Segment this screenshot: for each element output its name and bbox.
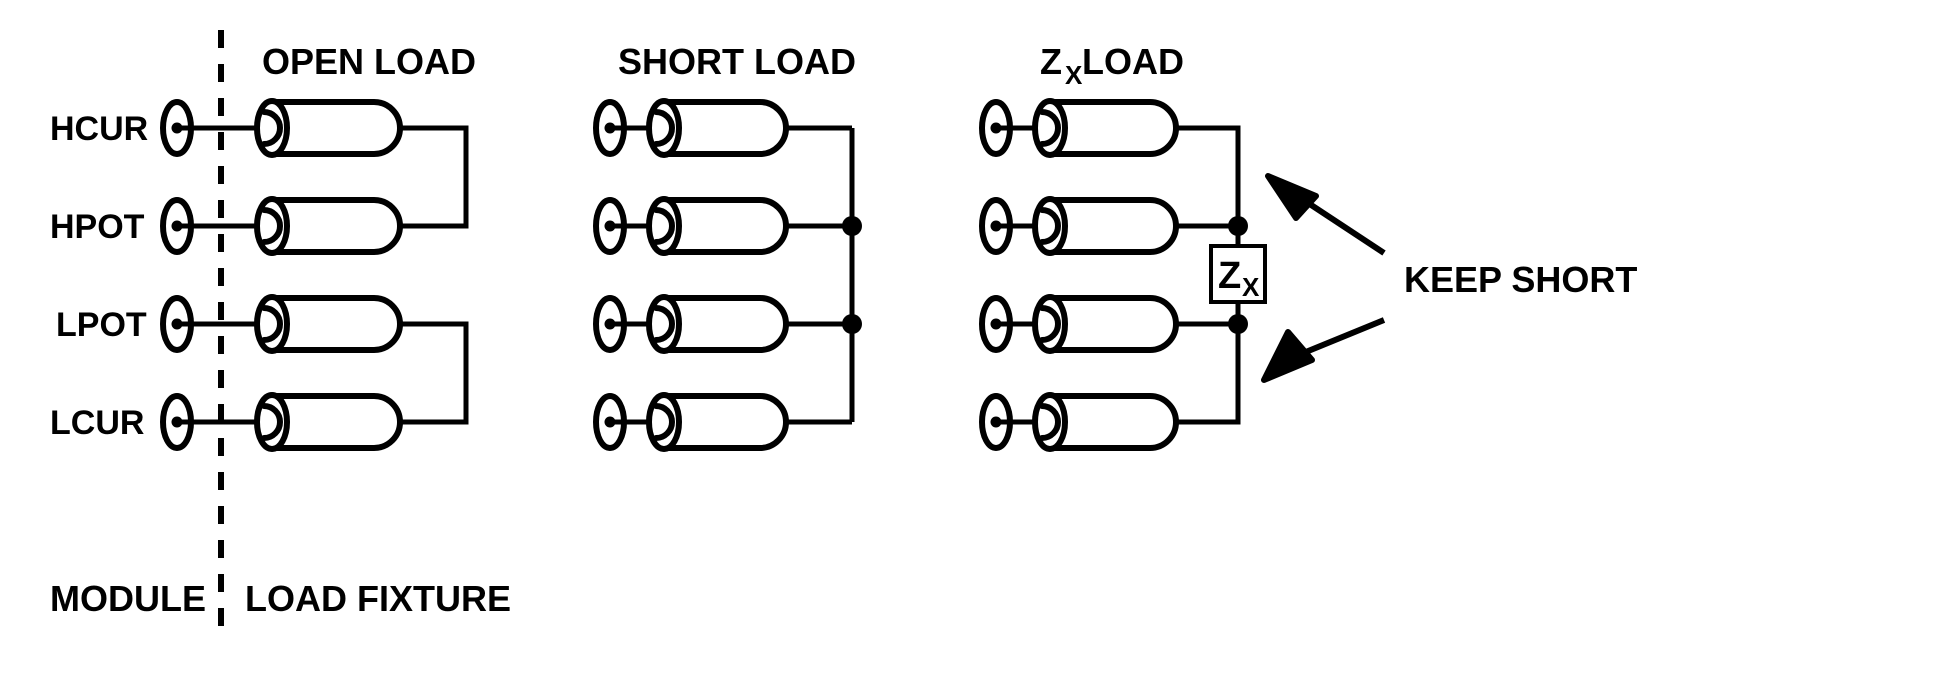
keep-short-label: KEEP SHORT (1404, 259, 1637, 300)
keep-short-arrow-down-shaft (1294, 317, 1386, 359)
footer-label-module: MODULE (50, 578, 206, 619)
zx-title-prefix: Z (1040, 41, 1062, 82)
short-load-cable-lcur (649, 395, 789, 449)
footer-label-load-fixture: LOAD FIXTURE (245, 578, 511, 619)
zx-load-high-link (1176, 125, 1241, 226)
port-label-lpot: LPOT (56, 306, 147, 344)
keep-short-arrow-down-head (1261, 329, 1315, 383)
zx-load-section: Z X (982, 101, 1267, 449)
port-label-hpot: HPOT (50, 208, 145, 246)
zx-load-cable-lcur (1035, 395, 1179, 449)
open-load-loop-high (400, 125, 469, 229)
zx-component-box (1209, 244, 1267, 304)
junction-dot (842, 216, 862, 236)
short-load-cable-hcur (649, 101, 789, 155)
zx-title-subscript: X (1065, 60, 1083, 90)
zx-title-suffix: LOAD (1082, 41, 1184, 82)
section-title-open-load: OPEN LOAD (262, 41, 476, 82)
junction-dot (842, 314, 862, 334)
keep-short-annotation: KEEP SHORT (1261, 173, 1637, 383)
section-title-short-load: SHORT LOAD (618, 41, 856, 82)
junction-dot (1228, 216, 1248, 236)
section-title-zx-load: Z X LOAD (1040, 41, 1184, 90)
open-load-cable-hcur (257, 101, 403, 155)
zx-load-low-link (1176, 324, 1241, 425)
junction-dot (1228, 314, 1248, 334)
zx-load-cable-lpot (1035, 297, 1179, 351)
open-load-cable-lcur (257, 395, 403, 449)
short-load-section (596, 101, 862, 449)
port-label-lcur: LCUR (50, 404, 144, 442)
short-load-cable-lpot (649, 297, 789, 351)
open-load-section (257, 101, 469, 449)
zx-box-label: Z (1218, 255, 1241, 297)
keep-short-arrow-up-head (1265, 173, 1319, 221)
zx-box-subscript: X (1242, 272, 1260, 302)
zx-load-cable-hpot (1035, 199, 1179, 253)
open-load-cable-lpot (257, 297, 403, 351)
port-label-hcur: HCUR (50, 110, 148, 148)
open-load-loop-low (400, 321, 469, 425)
open-load-cable-hpot (257, 199, 403, 253)
short-load-cable-hpot (649, 199, 789, 253)
zx-load-cable-hcur (1035, 101, 1179, 155)
